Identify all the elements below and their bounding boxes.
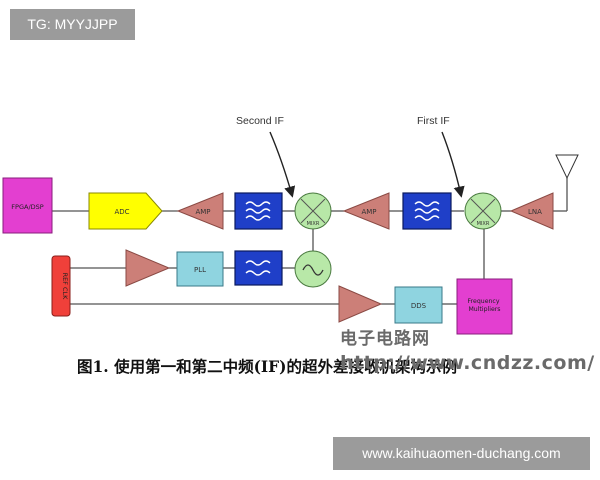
filter-wave-icon	[414, 201, 440, 221]
amp-block-1: AMP	[176, 192, 224, 230]
fpga-dsp-label: FPGA/DSP	[11, 203, 43, 211]
filter-wave-icon	[245, 260, 271, 276]
lna-block: LNA	[509, 192, 554, 230]
amp1-label: AMP	[195, 208, 210, 216]
pll-block: PLL	[176, 251, 224, 287]
bandpass-filter-3	[234, 250, 283, 286]
ref-buffer-amp	[125, 249, 171, 287]
dds-label: DDS	[411, 302, 427, 310]
fpga-dsp-block: FPGA/DSP	[2, 177, 53, 234]
local-oscillator	[294, 250, 332, 288]
figure-caption: 图1. 使用第一和第二中频(IF)的超外差接收机架构示例	[77, 357, 458, 376]
second-if-label: Second IF	[236, 115, 284, 127]
site-name-watermark: 电子电路网	[340, 329, 430, 349]
antenna-icon	[555, 154, 579, 180]
adc-label: ADC	[114, 208, 129, 216]
top-left-watermark: TG: MYYJJPP	[10, 9, 135, 40]
dds-drive-amp	[338, 285, 383, 323]
sine-wave-icon	[302, 264, 324, 276]
bottom-right-watermark: www.kaihuaomen-duchang.com	[333, 437, 590, 470]
site-url-watermark: http://www.cndzz.com/	[340, 352, 595, 374]
ref-clk-label: REF CLK	[61, 273, 69, 301]
amp2-label: AMP	[361, 208, 376, 216]
amp-block-2: AMP	[342, 192, 390, 230]
ref-clk-block: REF CLK	[51, 255, 71, 317]
pll-label: PLL	[194, 266, 206, 274]
lna-label: LNA	[528, 208, 542, 216]
mixer2-label: MIXR	[307, 221, 320, 227]
mixer1-label: MIXR	[477, 221, 490, 227]
mixer-first-if: MIXR	[464, 192, 502, 230]
signal-lines	[52, 178, 568, 305]
adc-block: ADC	[88, 192, 163, 230]
filter-wave-icon	[245, 201, 271, 221]
bandpass-filter-1	[234, 192, 283, 230]
dds-block: DDS	[394, 286, 443, 324]
freq-mult-label: Frequency Multipliers	[468, 298, 502, 313]
first-if-label: First IF	[417, 115, 450, 127]
bandpass-filter-2	[402, 192, 452, 230]
frequency-multipliers-block: Frequency Multipliers	[456, 278, 513, 335]
mixer-second-if: MIXR	[294, 192, 332, 230]
annotation-arrows	[269, 131, 465, 198]
